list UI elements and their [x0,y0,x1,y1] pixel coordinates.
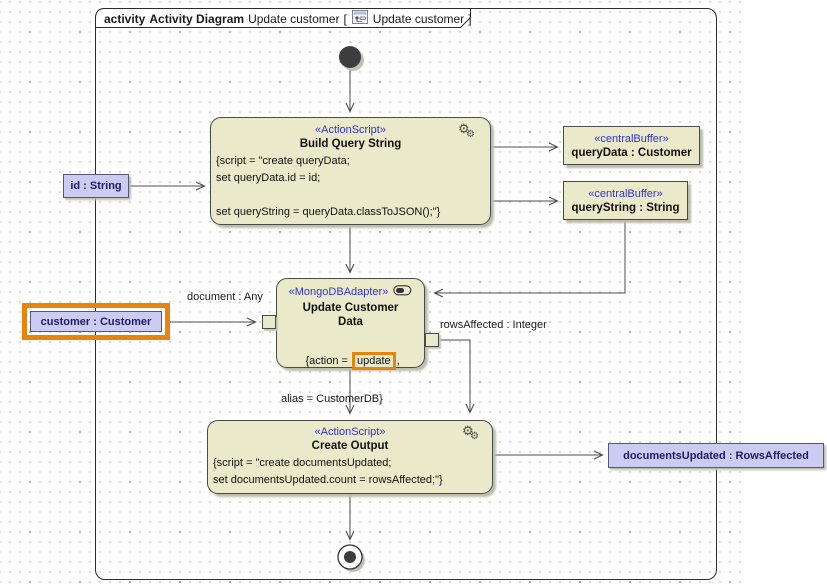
build-query-body-line: {script = "create queryData; [216,155,350,167]
action-create-output[interactable]: «ActionScript» Create Output {script = "… [207,420,493,494]
buffer-query-data[interactable]: «centralBuffer» queryData : Customer [563,126,700,165]
update-action-body-line2: alias = CustomerDB} [281,393,383,405]
parameter-documents-updated-label: documentsUpdated : RowsAffected [623,449,809,462]
update-body-prefix: {action = [305,355,352,367]
build-query-stereotype: «ActionScript» [315,124,386,136]
update-action-body-line1: {action = update, [281,333,424,390]
query-string-name: queryString : String [571,201,680,214]
update-value-highlight[interactable]: update [352,352,396,370]
create-output-stereotype: «ActionScript» [314,426,386,438]
frame-kind-label: activity [104,11,146,26]
parameter-customer-label: customer : Customer [40,315,152,328]
build-query-body-line [216,187,486,204]
parameter-id-label: id : String [70,180,122,192]
update-body-suffix: , [396,355,400,367]
create-output-body: {script = "create documentsUpdated; set … [208,453,492,489]
output-pin-rows-affected[interactable] [425,333,439,347]
parameter-documents-updated[interactable]: documentsUpdated : RowsAffected [608,443,824,468]
gears-icon: ⚙⚙ [462,423,479,442]
action-build-query-string[interactable]: «ActionScript» Build Query String {scrip… [210,117,491,225]
frame-diagram-name: Update customer [248,11,340,26]
frame-title: activity Activity Diagram Update custome… [104,10,472,27]
gears-icon: ⚙⚙ [458,121,475,140]
document-pin-label: document : Any [187,291,263,303]
rows-affected-pin-label: rowsAffected : Integer [440,319,547,331]
activity-final-node[interactable] [337,544,365,572]
frame-bracket-close: ] [468,11,472,26]
adapter-icon [393,283,412,301]
action-update-customer-data[interactable]: «MongoDBAdapter» Update Customer Data {a… [276,278,425,405]
parameter-id[interactable]: id : String [63,174,129,198]
parameter-customer-highlight[interactable]: customer : Customer [22,303,170,340]
input-pin-document[interactable] [262,315,276,329]
control-flow-edges[interactable] [129,68,626,541]
query-string-stereotype: «centralBuffer» [588,187,663,200]
create-output-body-line: {script = "create documentsUpdated; [213,457,392,469]
activity-diagram-icon [351,10,368,27]
frame-type-label: Activity Diagram [149,11,245,26]
frame-bracket-open: [ [343,11,347,26]
parameter-customer[interactable]: customer : Customer [30,311,162,332]
build-query-body-line: set queryString = queryData.classToJSON(… [216,206,441,218]
create-output-name: Create Output [311,440,389,452]
update-action-name: Update Customer Data [302,302,399,328]
build-query-body-line: set queryData.id = id; [216,172,321,184]
update-action-stereotype: «MongoDBAdapter» [288,286,389,298]
build-query-name: Build Query String [299,138,402,150]
query-data-name: queryData : Customer [571,146,692,159]
initial-node[interactable] [339,46,364,71]
build-query-body: {script = "create queryData; set queryDa… [211,151,490,221]
frame-context-name: Update customer [372,11,465,26]
buffer-query-string[interactable]: «centralBuffer» queryString : String [563,181,688,220]
query-data-stereotype: «centralBuffer» [594,132,669,145]
create-output-body-line: set documentsUpdated.count = rowsAffecte… [213,474,443,486]
